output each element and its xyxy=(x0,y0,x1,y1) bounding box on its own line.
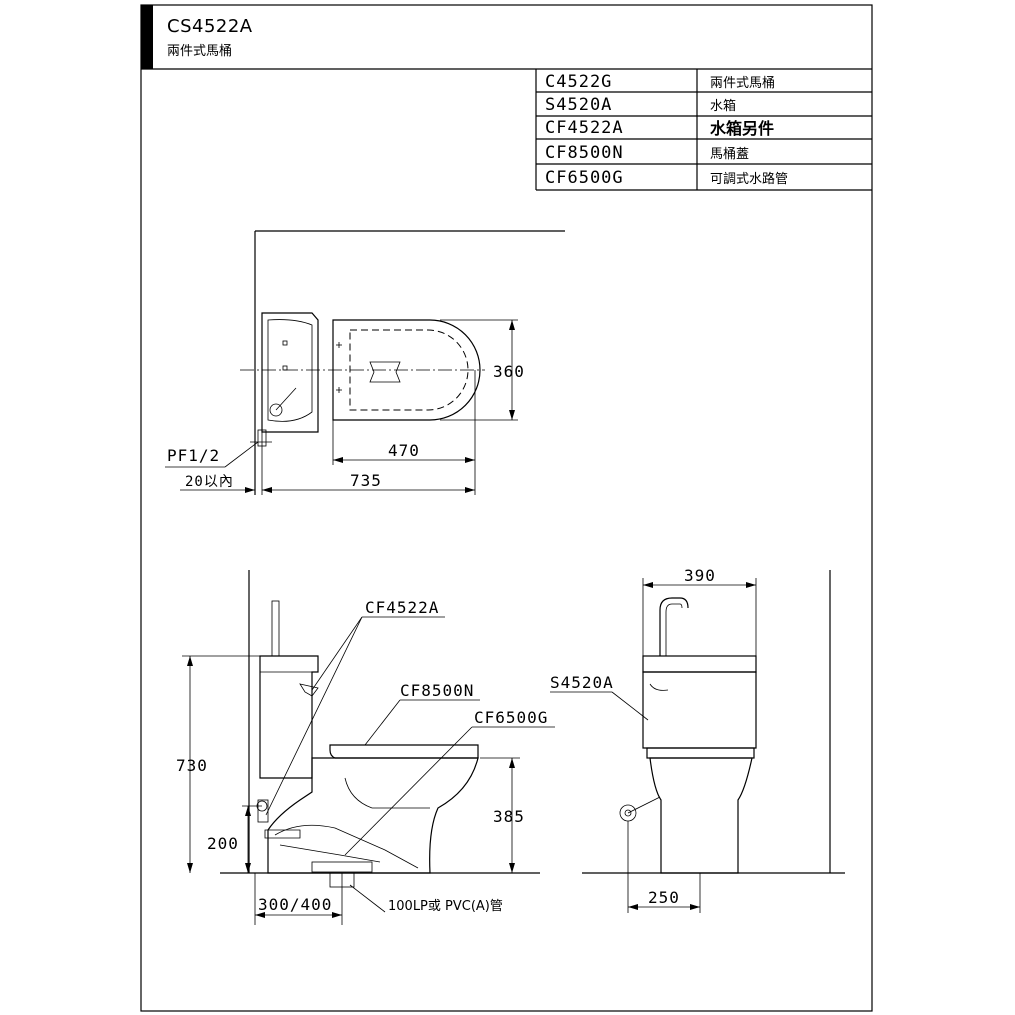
part-name: 兩件式馬桶 xyxy=(710,76,775,91)
sheet-frame xyxy=(140,4,873,1012)
dim-wall-gap: 20以內 xyxy=(185,474,234,490)
callout-supply: CF6500G xyxy=(474,708,548,727)
part-code: CF6500G xyxy=(545,168,624,188)
dim-total-height: 730 xyxy=(176,756,208,775)
dim-rough-in: 300/400 xyxy=(258,895,332,914)
model-number: CS4522A xyxy=(167,16,253,37)
parts-table-row: CF6500G 可調式水路管 xyxy=(545,168,788,188)
parts-table-row: CF4522A 水箱另件 xyxy=(545,118,774,138)
parts-table xyxy=(535,69,872,191)
part-name: 可調式水路管 xyxy=(710,171,788,187)
part-name: 馬桶蓋 xyxy=(710,147,749,162)
part-code: S4520A xyxy=(545,95,612,115)
part-code: CF8500N xyxy=(545,143,624,163)
dim-seat-height: 385 xyxy=(493,807,525,826)
callout-seat: CF8500N xyxy=(400,681,474,700)
dim-inlet-height: 200 xyxy=(207,834,239,853)
top-view xyxy=(165,230,565,495)
label-inlet: PF1/2 xyxy=(167,446,220,465)
parts-table-row: CF8500N 馬桶蓋 xyxy=(545,143,749,163)
front-view xyxy=(550,570,845,913)
part-name: 水箱 xyxy=(710,98,736,114)
dim-inlet-offset: 250 xyxy=(648,888,680,907)
dim-width: 360 xyxy=(493,362,525,381)
dim-tank-width: 390 xyxy=(684,566,716,585)
side-view xyxy=(182,570,555,925)
callout-tank-parts: CF4522A xyxy=(365,598,439,617)
part-code: C4522G xyxy=(545,72,612,92)
dim-bowl-length: 470 xyxy=(388,441,420,460)
callout-tank: S4520A xyxy=(550,673,614,692)
parts-table-row: C4522G 兩件式馬桶 xyxy=(545,72,775,92)
part-code: CF4522A xyxy=(545,118,624,138)
part-name: 水箱另件 xyxy=(710,119,774,138)
label-drain: 100LP或 PVC(A)管 xyxy=(388,899,503,914)
dim-total-length: 735 xyxy=(350,471,382,490)
parts-table-row: S4520A 水箱 xyxy=(545,95,736,115)
model-description: 兩件式馬桶 xyxy=(167,44,232,59)
